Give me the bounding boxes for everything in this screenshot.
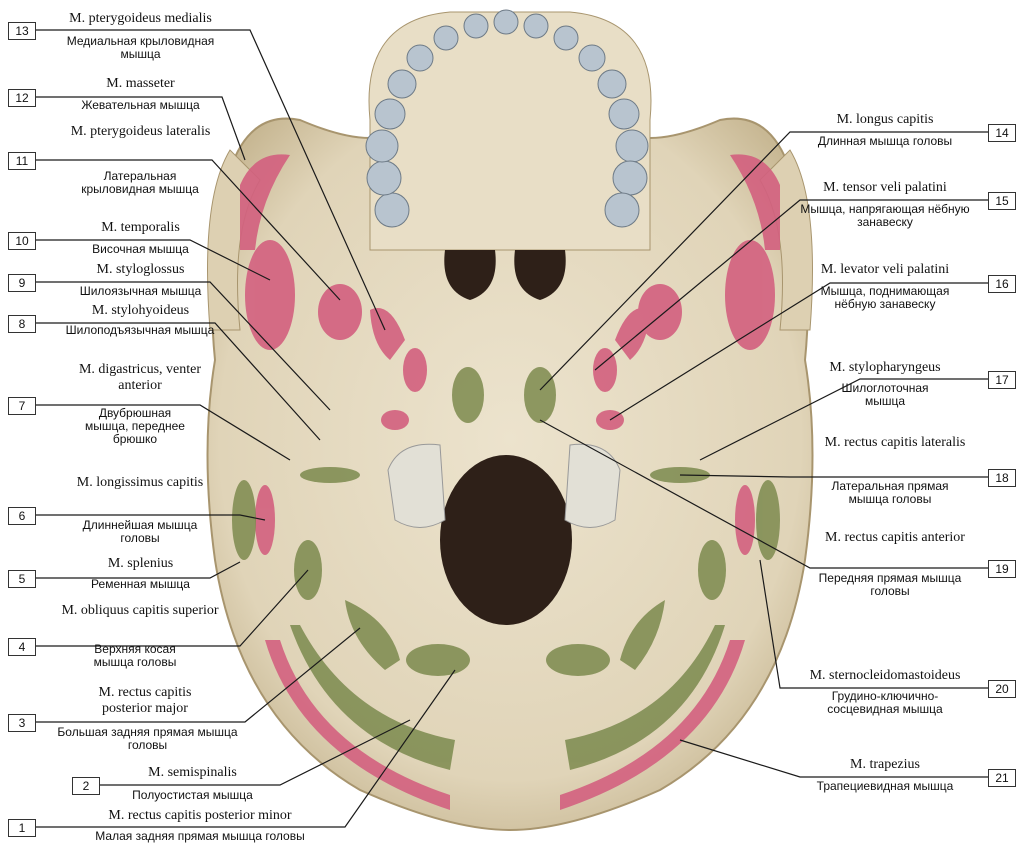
label-number-17: 17 <box>988 371 1016 389</box>
label-russian-15: Мышца, напрягающая нёбную занавеску <box>800 203 970 229</box>
label-latin-4: M. obliquus capitis superior <box>60 603 220 619</box>
label-number-13: 13 <box>8 22 36 40</box>
label-russian-14: Длинная мышца головы <box>790 135 980 148</box>
label-latin-16: M. levator veli palatini <box>790 262 980 278</box>
label-latin-21: M. trapezius <box>790 757 980 773</box>
label-number-2: 2 <box>72 777 100 795</box>
label-latin-12: M. masseter <box>48 76 233 92</box>
label-latin-5: M. splenius <box>48 556 233 572</box>
label-number-12: 12 <box>8 89 36 107</box>
label-number-15: 15 <box>988 192 1016 210</box>
label-russian-4: Верхняя косая мышца головы <box>80 643 190 669</box>
label-latin-10: M. temporalis <box>48 220 233 236</box>
label-russian-3: Большая задняя прямая мышца головы <box>50 726 245 752</box>
label-russian-19: Передняя прямая мышца головы <box>815 572 965 598</box>
label-number-10: 10 <box>8 232 36 250</box>
label-russian-11: Латеральная крыловидная мышца <box>70 170 210 196</box>
label-latin-6: M. longissimus capitis <box>70 475 210 491</box>
label-latin-11: M. pterygoideus lateralis <box>48 124 233 140</box>
label-number-8: 8 <box>8 315 36 333</box>
label-russian-17: Шилоглоточная мышца <box>835 382 935 408</box>
label-latin-19: M. rectus capitis anterior <box>820 530 970 546</box>
label-latin-20: M. sternocleidomastoideus <box>790 668 980 684</box>
occipital-condyle-left <box>388 444 445 527</box>
label-number-19: 19 <box>988 560 1016 578</box>
label-russian-21: Трапециевидная мышца <box>790 780 980 793</box>
label-russian-8: Шилоподъязычная мышца <box>60 324 220 337</box>
label-number-5: 5 <box>8 570 36 588</box>
label-number-9: 9 <box>8 274 36 292</box>
label-russian-12: Жевательная мышца <box>48 99 233 112</box>
label-number-20: 20 <box>988 680 1016 698</box>
label-number-18: 18 <box>988 469 1016 487</box>
label-russian-5: Ременная мышца <box>48 578 233 591</box>
label-number-7: 7 <box>8 397 36 415</box>
label-number-3: 3 <box>8 714 36 732</box>
label-number-6: 6 <box>8 507 36 525</box>
label-russian-1: Малая задняя прямая мышца головы <box>50 830 350 843</box>
label-russian-2: Полуостистая мышца <box>100 789 285 802</box>
label-latin-2: M. semispinalis <box>100 765 285 781</box>
label-russian-10: Височная мышца <box>48 243 233 256</box>
label-number-1: 1 <box>8 819 36 837</box>
label-number-14: 14 <box>988 124 1016 142</box>
label-latin-1: M. rectus capitis posterior minor <box>70 808 330 824</box>
label-russian-16: Мышца, поднимающая нёбную занавеску <box>820 285 950 311</box>
foramen-magnum <box>440 455 572 625</box>
label-latin-8: M. stylohyoideus <box>48 303 233 319</box>
label-latin-14: M. longus capitis <box>790 112 980 128</box>
label-latin-18: M. rectus capitis lateralis <box>820 435 970 451</box>
label-russian-9: Шилоязычная мышца <box>48 285 233 298</box>
label-russian-20: Грудино-ключично-сосцевидная мышца <box>800 690 970 716</box>
label-russian-6: Длиннейшая мышца головы <box>70 519 210 545</box>
occipital-condyle-right <box>565 444 620 527</box>
label-number-11: 11 <box>8 152 36 170</box>
label-latin-7: M. digastricus, venter anterior <box>60 362 220 394</box>
label-latin-17: M. stylopharyngeus <box>790 360 980 376</box>
label-russian-7: Двубрюшная мышца, переднее брюшко <box>80 407 190 446</box>
label-number-4: 4 <box>8 638 36 656</box>
label-latin-15: M. tensor veli palatini <box>790 180 980 196</box>
label-latin-9: M. styloglossus <box>48 262 233 278</box>
label-russian-18: Латеральная прямая мышца головы <box>815 480 965 506</box>
label-russian-13: Медиальная крыловидная мышца <box>48 35 233 61</box>
label-latin-3: M. rectus capitis posterior major <box>75 685 215 717</box>
label-number-16: 16 <box>988 275 1016 293</box>
label-latin-13: M. pterygoideus medialis <box>48 11 233 27</box>
label-number-21: 21 <box>988 769 1016 787</box>
